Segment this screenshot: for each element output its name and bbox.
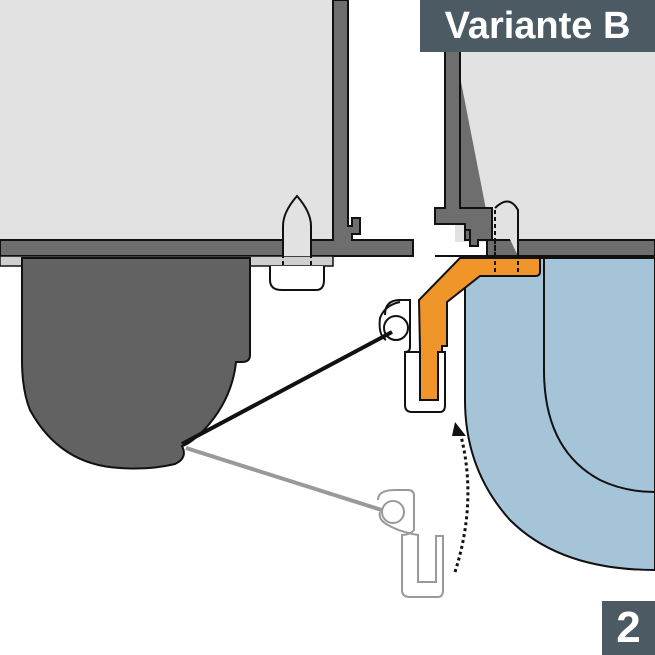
variant-label: Variante B [420, 0, 655, 52]
dark-housing [21, 257, 251, 470]
rotation-arrow [453, 431, 470, 573]
clip-ghost [377, 489, 444, 598]
blue-housing [464, 257, 655, 572]
left-panel [0, 0, 414, 291]
clip-attached [378, 299, 446, 413]
arrow-head-icon [452, 422, 466, 436]
cord-attached [181, 330, 393, 446]
cord-ghost [185, 446, 389, 514]
step-number: 2 [602, 601, 655, 655]
